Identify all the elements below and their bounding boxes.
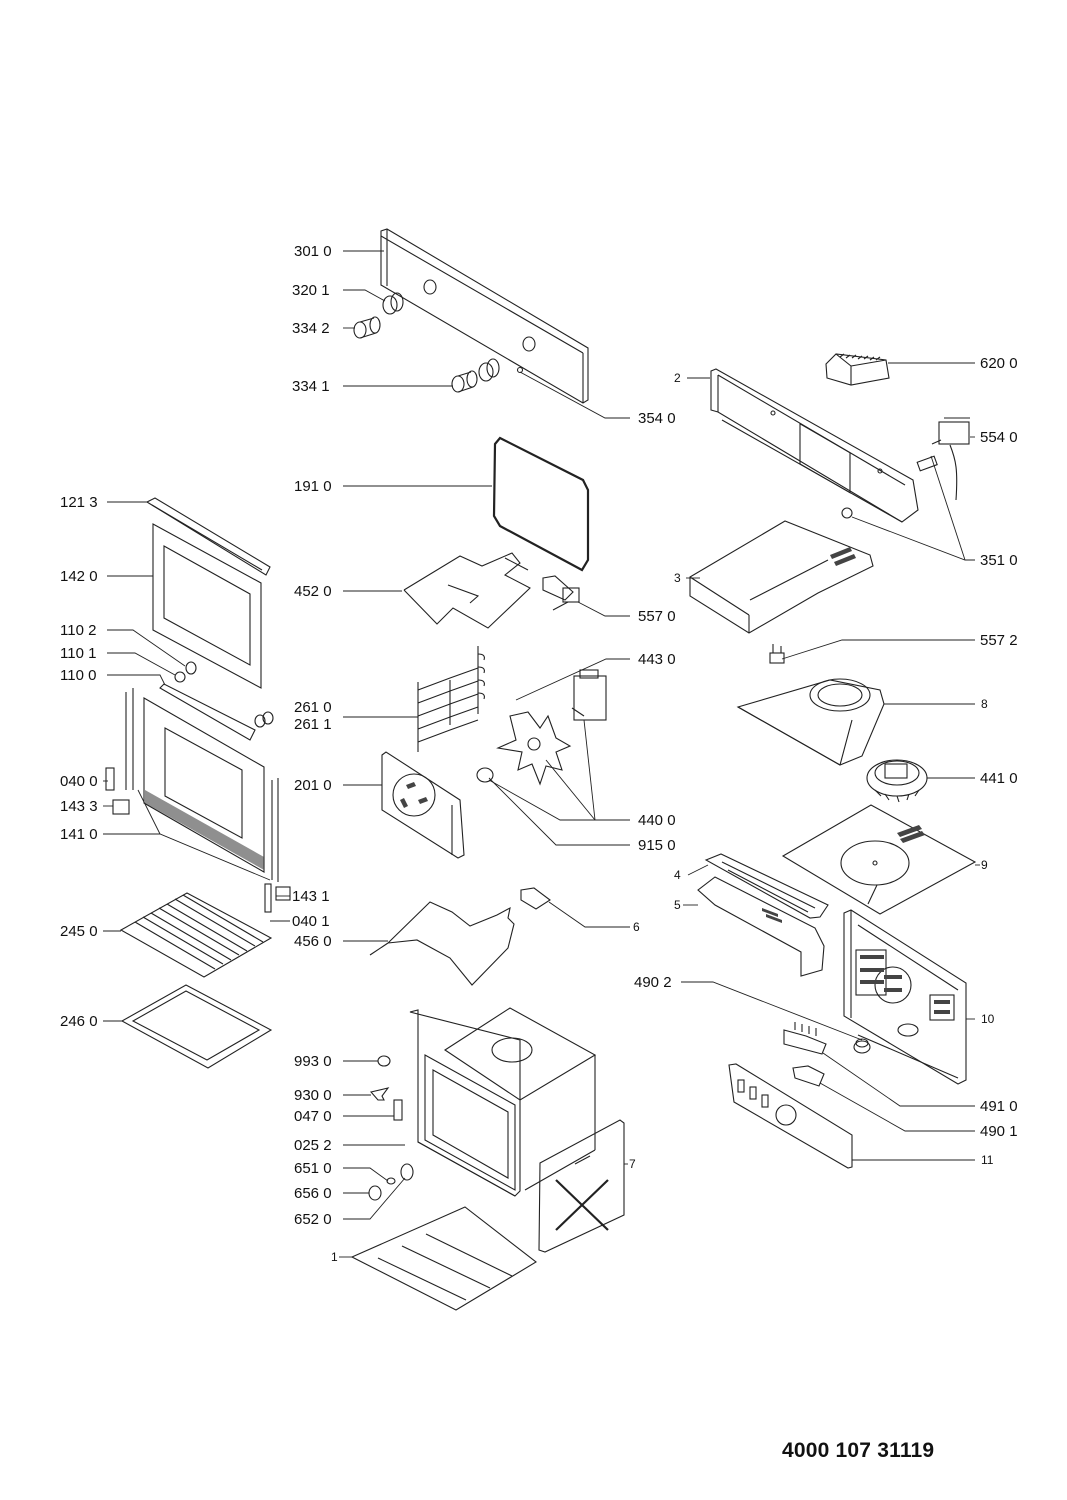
cover-plate-drawing xyxy=(689,520,874,634)
part-label-deflector[interactable]: 4 xyxy=(674,868,681,882)
glass-spacers-drawing xyxy=(159,661,274,741)
part-label-fan-motor[interactable]: 443 0 xyxy=(638,651,676,668)
part-label-outer-door-glass[interactable]: 141 0 xyxy=(60,826,98,843)
part-label-glass-spacer-1[interactable]: 110 1 xyxy=(60,645,97,662)
part-label-safety-thermostat[interactable]: 557 0 xyxy=(638,608,676,625)
part-label-lamp-cover[interactable]: 656 0 xyxy=(294,1185,332,1202)
knob-control-drawing xyxy=(853,1038,871,1054)
oven-cavity-drawing xyxy=(409,1007,597,1197)
part-label-rear-panel[interactable]: 10 xyxy=(981,1012,995,1026)
part-label-selector-switch[interactable]: 620 0 xyxy=(980,355,1018,372)
element-bracket-drawing xyxy=(520,887,551,910)
baking-tray-drawing xyxy=(120,984,273,1069)
part-label-connector[interactable]: 490 1 xyxy=(980,1123,1018,1140)
knob-bezel-drawing xyxy=(382,292,500,382)
part-label-signal-lamps[interactable]: 351 0 xyxy=(980,552,1018,569)
bottom-panel-drawing xyxy=(350,1206,537,1311)
part-label-side-panel[interactable]: 7 xyxy=(629,1157,636,1171)
part-label-deflector-bracket[interactable]: 5 xyxy=(674,898,681,912)
selector-switch-drawing xyxy=(825,353,890,386)
part-label-fan-nut[interactable]: 915 0 xyxy=(638,837,676,854)
outer-door-glass-drawing xyxy=(125,688,279,882)
part-label-bottom-panel[interactable]: 1 xyxy=(331,1250,338,1264)
rear-panel-drawing xyxy=(843,909,967,1085)
part-label-lamp-holder-clip[interactable]: 930 0 xyxy=(294,1087,332,1104)
part-label-grill-element[interactable]: 452 0 xyxy=(294,583,332,600)
part-label-hinge-receiver-left[interactable]: 143 3 xyxy=(60,798,98,815)
part-label-knob-lower[interactable]: 334 1 xyxy=(292,378,330,395)
side-panel-drawing xyxy=(538,1119,625,1253)
part-label-door-top-profile[interactable]: 121 3 xyxy=(60,494,98,511)
part-label-knob-bezel[interactable]: 320 1 xyxy=(292,282,330,299)
fan-motor-drawing xyxy=(571,669,607,721)
document-number: 4000 107 31119 xyxy=(782,1439,935,1462)
part-label-glass-spacer-2[interactable]: 110 2 xyxy=(60,622,97,639)
part-label-terminal-block[interactable]: 491 0 xyxy=(980,1098,1018,1115)
part-label-inner-glass[interactable]: 142 0 xyxy=(60,568,98,585)
top-panel-drawing xyxy=(380,228,589,404)
deflector-bracket-drawing xyxy=(697,876,825,977)
part-label-lamp-socket[interactable]: 652 0 xyxy=(294,1211,332,1228)
part-label-cover-plate[interactable]: 3 xyxy=(674,571,681,585)
part-label-control-bracket[interactable]: 2 xyxy=(674,371,681,385)
deflector-drawing xyxy=(704,853,829,919)
part-label-wire-shelf[interactable]: 245 0 xyxy=(60,923,98,940)
part-label-bottom-element[interactable]: 456 0 xyxy=(294,933,332,950)
rear-fan-cover-drawing xyxy=(381,751,465,859)
part-label-element-bracket[interactable]: 6 xyxy=(633,920,640,934)
top-plate-drawing xyxy=(781,804,977,915)
fan-blade-drawing xyxy=(496,711,572,786)
control-bracket-drawing xyxy=(710,368,919,523)
part-label-cooling-fan[interactable]: 441 0 xyxy=(980,770,1018,787)
control-board-panel-drawing xyxy=(728,1063,853,1169)
terminal-block-drawing xyxy=(783,1022,827,1055)
part-label-clip[interactable]: 993 0 xyxy=(294,1053,332,1070)
door-gasket-drawing xyxy=(492,436,590,572)
knob-drawing xyxy=(353,316,478,393)
door-top-profile-drawing xyxy=(145,497,271,576)
part-label-hinge-receiver-right[interactable]: 143 1 xyxy=(292,888,330,905)
shelf-supports-drawing xyxy=(417,646,485,752)
safety-thermostat-drawing xyxy=(542,575,580,611)
part-label-thermal-cutout[interactable]: 557 2 xyxy=(980,632,1018,649)
part-label-knob-upper[interactable]: 334 2 xyxy=(292,320,330,337)
bottom-element-drawing xyxy=(369,901,515,986)
connector-drawing xyxy=(792,1065,825,1087)
fan-nut-drawing xyxy=(476,767,494,783)
part-label-hinge-right[interactable]: 040 1 xyxy=(292,913,330,930)
part-label-glass-spacer-0[interactable]: 110 0 xyxy=(60,667,97,684)
part-label-lamp-bulb[interactable]: 651 0 xyxy=(294,1160,332,1177)
part-label-door-gasket[interactable]: 191 0 xyxy=(294,478,332,495)
grill-element-drawing xyxy=(403,552,531,629)
wire-shelf-drawing xyxy=(119,892,273,978)
part-label-shelf-supports-b[interactable]: 261 1 xyxy=(294,716,332,733)
leader-lines xyxy=(103,250,980,1258)
small-parts-drawing xyxy=(368,1055,414,1201)
part-label-oven-cavity[interactable]: 025 2 xyxy=(294,1137,332,1154)
part-label-indicator-lamp[interactable]: 354 0 xyxy=(638,410,676,427)
part-label-fan-blade[interactable]: 440 0 xyxy=(638,812,676,829)
part-label-fan-housing[interactable]: 8 xyxy=(981,697,988,711)
part-label-thermostat[interactable]: 554 0 xyxy=(980,429,1018,446)
hinge-drawing xyxy=(105,767,291,913)
part-label-door-switch[interactable]: 047 0 xyxy=(294,1108,332,1125)
thermal-cutout-drawing xyxy=(769,644,785,664)
part-label-control-board-panel[interactable]: 11 xyxy=(981,1153,994,1167)
part-label-knob-control[interactable]: 490 2 xyxy=(634,974,672,991)
part-label-top-panel[interactable]: 301 0 xyxy=(294,243,332,260)
part-label-rear-fan-cover[interactable]: 201 0 xyxy=(294,777,332,794)
inner-glass-drawing xyxy=(152,523,262,689)
signal-lamp-drawing xyxy=(841,455,938,519)
cooling-fan-drawing xyxy=(866,759,928,803)
thermostat-drawing xyxy=(931,417,970,501)
fan-housing-drawing xyxy=(736,678,885,766)
part-label-top-plate[interactable]: 9 xyxy=(981,858,988,872)
part-label-hinge-left[interactable]: 040 0 xyxy=(60,773,98,790)
part-label-baking-tray[interactable]: 246 0 xyxy=(60,1013,98,1030)
part-label-shelf-supports-a[interactable]: 261 0 xyxy=(294,699,332,716)
